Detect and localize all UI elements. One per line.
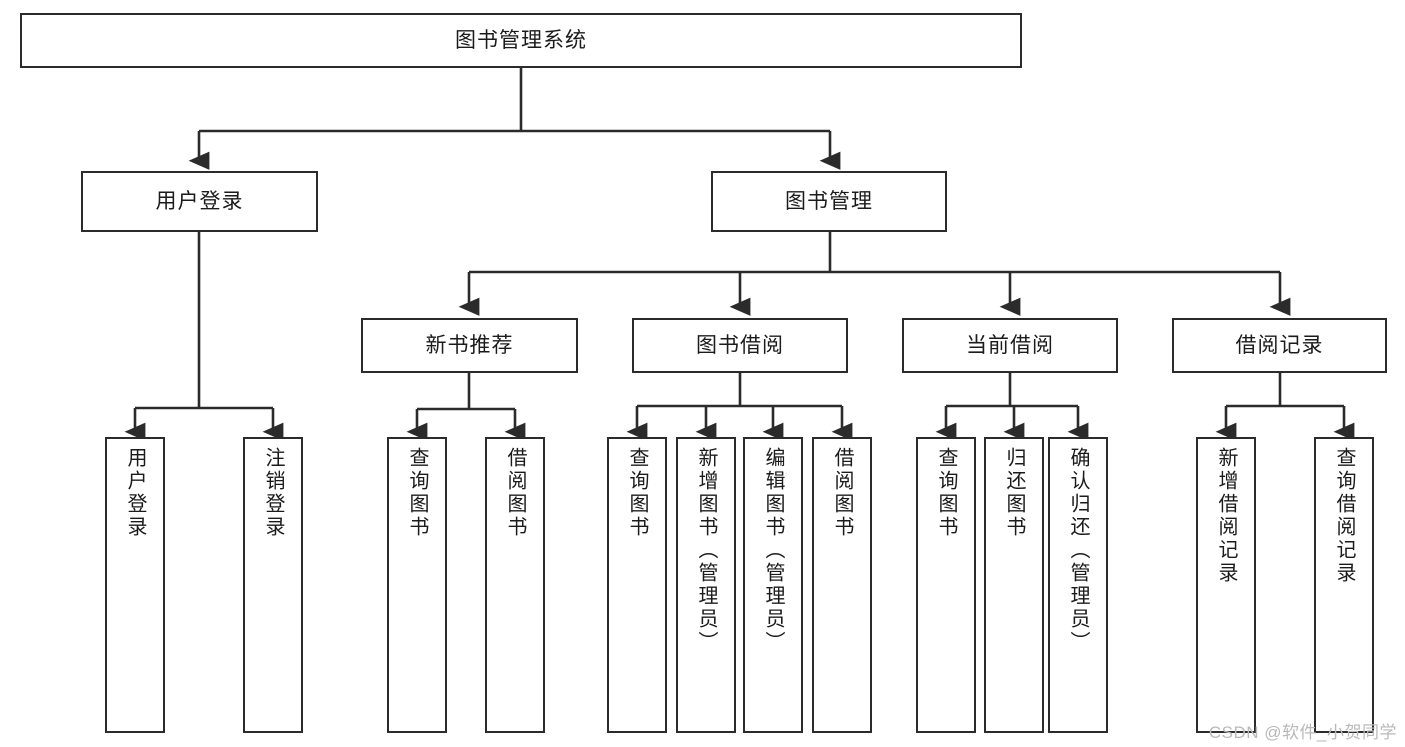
leaf-user-login-signout[interactable]: 注销登录 <box>243 437 303 733</box>
node-book-management-label: 图书管理 <box>785 189 873 213</box>
leaf-label: 查询图书 <box>406 447 428 539</box>
leaf-user-login-signin[interactable]: 用户登录 <box>105 437 165 733</box>
node-root-label: 图书管理系统 <box>455 28 587 52</box>
leaf-new-book-query[interactable]: 查询图书 <box>387 437 447 733</box>
leaf-borrow-add-book[interactable]: 新增图书（管理员） <box>676 437 736 733</box>
leaf-label: 借阅图书 <box>504 447 526 539</box>
leaf-new-book-borrow[interactable]: 借阅图书 <box>485 437 545 733</box>
node-book-management[interactable]: 图书管理 <box>711 171 947 232</box>
leaf-borrow-edit-book[interactable]: 编辑图书（管理员） <box>743 437 803 733</box>
leaf-label: 新增图书（管理员） <box>695 447 717 654</box>
node-user-login[interactable]: 用户登录 <box>81 171 318 232</box>
node-book-borrow[interactable]: 图书借阅 <box>632 318 848 373</box>
node-new-book-recommend-label: 新书推荐 <box>425 333 514 357</box>
leaf-label: 归还图书 <box>1003 447 1025 539</box>
leaf-label: 借阅图书 <box>831 447 853 539</box>
leaf-label: 编辑图书（管理员） <box>762 447 784 654</box>
node-root[interactable]: 图书管理系统 <box>20 13 1022 68</box>
leaf-borrow-query-book[interactable]: 查询图书 <box>607 437 667 733</box>
node-user-login-label: 用户登录 <box>155 189 244 213</box>
leaf-current-confirm-return[interactable]: 确认归还（管理员） <box>1048 437 1108 733</box>
node-current-borrow-label: 当前借阅 <box>966 333 1054 357</box>
node-book-borrow-label: 图书借阅 <box>696 333 784 357</box>
leaf-label: 查询图书 <box>935 447 957 539</box>
leaf-record-query[interactable]: 查询借阅记录 <box>1314 437 1374 733</box>
node-current-borrow[interactable]: 当前借阅 <box>902 318 1118 373</box>
leaf-record-add[interactable]: 新增借阅记录 <box>1196 437 1256 733</box>
leaf-current-query-book[interactable]: 查询图书 <box>916 437 976 733</box>
node-borrow-record[interactable]: 借阅记录 <box>1172 318 1387 373</box>
leaf-borrow-borrow-book[interactable]: 借阅图书 <box>812 437 872 733</box>
node-borrow-record-label: 借阅记录 <box>1235 333 1324 357</box>
node-new-book-recommend[interactable]: 新书推荐 <box>361 318 578 373</box>
leaf-label: 查询图书 <box>626 447 648 539</box>
csdn-watermark: CSDN @软件_小贺同学 <box>1208 723 1397 742</box>
leaf-label: 用户登录 <box>124 447 146 539</box>
leaf-label: 注销登录 <box>262 447 284 539</box>
leaf-label: 新增借阅记录 <box>1215 447 1237 585</box>
leaf-label: 查询借阅记录 <box>1333 447 1355 585</box>
leaf-current-return-book[interactable]: 归还图书 <box>984 437 1044 733</box>
leaf-label: 确认归还（管理员） <box>1067 447 1089 654</box>
